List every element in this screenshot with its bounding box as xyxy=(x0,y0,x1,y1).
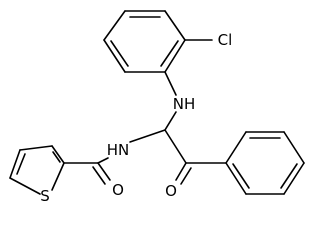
bond xyxy=(164,39,186,73)
structure-drawing: Cl NH HN O O S xyxy=(9,10,305,205)
bond xyxy=(164,10,186,41)
bond-ketone-co-double xyxy=(180,167,192,185)
amine-nitrogen-label: NH xyxy=(173,95,196,113)
ketone-oxygen-label: O xyxy=(165,182,177,200)
bond xyxy=(51,145,65,164)
bond-amide-co xyxy=(97,162,111,181)
amide-nitrogen-label: HN xyxy=(107,141,130,159)
double-bond-inner xyxy=(160,40,179,67)
bond xyxy=(103,10,126,41)
bond-hn-amide-c xyxy=(97,157,109,164)
double-bond-inner xyxy=(280,163,298,189)
bond xyxy=(225,131,247,164)
sulfur-label: S xyxy=(40,187,50,205)
bond xyxy=(225,162,247,195)
bond xyxy=(19,145,53,151)
thiophene-ring xyxy=(9,145,65,195)
phenyl-ring xyxy=(225,131,305,195)
bond-ch-hn xyxy=(129,129,166,143)
bond-nh-ch xyxy=(164,111,177,131)
double-bond-inner xyxy=(110,40,129,67)
bond-ch-co xyxy=(164,129,187,164)
bond xyxy=(103,39,126,73)
bond xyxy=(283,162,305,195)
bond-ring-nh xyxy=(164,71,177,96)
bond xyxy=(283,131,305,164)
bond-ketone-co xyxy=(175,162,187,181)
bond xyxy=(9,149,21,179)
bond xyxy=(51,162,65,191)
double-bond-inner xyxy=(16,153,26,175)
molecule-diagram: Cl NH HN O O S xyxy=(9,10,305,205)
double-bond-inner xyxy=(232,163,250,189)
amide-oxygen-label: O xyxy=(112,181,124,199)
chlorophenyl-ring xyxy=(103,10,186,73)
bond xyxy=(9,177,41,195)
bond-amide-co-double xyxy=(92,166,106,185)
double-bond-inner xyxy=(52,151,61,163)
chlorine-label: Cl xyxy=(218,31,233,49)
